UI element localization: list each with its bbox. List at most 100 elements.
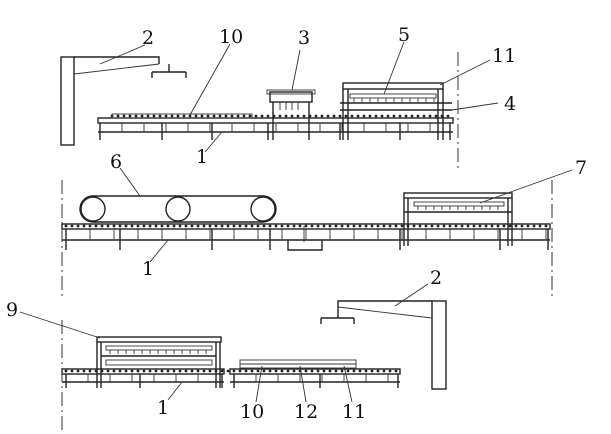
- label-7: 7: [575, 157, 587, 179]
- roller: [388, 224, 392, 228]
- roller: [190, 369, 194, 373]
- roller: [382, 369, 386, 373]
- roller: [178, 369, 182, 373]
- roller: [200, 114, 204, 118]
- roller: [208, 224, 212, 228]
- roller: [278, 114, 282, 118]
- roller: [502, 224, 506, 228]
- roller: [268, 369, 272, 373]
- roller: [526, 224, 530, 228]
- roller: [250, 224, 254, 228]
- roller: [338, 114, 342, 118]
- roller: [118, 224, 122, 228]
- roller: [332, 114, 336, 118]
- roller: [158, 114, 162, 118]
- roller: [392, 114, 396, 118]
- roller: [236, 114, 240, 118]
- roller: [190, 224, 194, 228]
- roller: [206, 114, 210, 118]
- roller: [152, 114, 156, 118]
- roller: [418, 224, 422, 228]
- roller: [544, 224, 548, 228]
- roller: [254, 114, 258, 118]
- machine-7: [403, 192, 513, 246]
- bottom-section: 9 2 1 10 12 11: [6, 267, 447, 432]
- label-1-bottom: 1: [157, 397, 169, 419]
- roller: [334, 224, 338, 228]
- roller: [376, 369, 380, 373]
- roller: [430, 224, 434, 228]
- label-6: 6: [110, 151, 122, 173]
- roller: [220, 224, 224, 228]
- roller: [514, 224, 518, 228]
- roller: [76, 369, 80, 373]
- roller: [76, 224, 80, 228]
- roller: [508, 224, 512, 228]
- roller: [154, 224, 158, 228]
- roller: [460, 224, 464, 228]
- roller: [122, 114, 126, 118]
- roller: [434, 114, 438, 118]
- roller: [146, 114, 150, 118]
- roller: [358, 224, 362, 228]
- roller: [490, 224, 494, 228]
- roller: [202, 224, 206, 228]
- label-11-bottom: 11: [342, 401, 366, 423]
- roller: [352, 224, 356, 228]
- roller: [194, 114, 198, 118]
- roller: [484, 224, 488, 228]
- roller: [310, 224, 314, 228]
- roller: [368, 114, 372, 118]
- roller: [374, 114, 378, 118]
- roller: [314, 114, 318, 118]
- roller: [88, 224, 92, 228]
- roller: [262, 369, 266, 373]
- roller: [218, 114, 222, 118]
- roller: [274, 224, 278, 228]
- roller: [290, 114, 294, 118]
- conveyor-1-middle: [61, 223, 551, 251]
- roller: [124, 369, 128, 373]
- roller: [538, 224, 542, 228]
- roller: [244, 369, 248, 373]
- label-9: 9: [6, 299, 18, 321]
- roller: [220, 369, 224, 373]
- roller: [416, 114, 420, 118]
- conveyor-1-bottom: [61, 359, 401, 388]
- roller: [388, 369, 392, 373]
- roller: [286, 369, 290, 373]
- roller: [82, 224, 86, 228]
- roller: [116, 114, 120, 118]
- roller: [346, 369, 350, 373]
- roller: [316, 224, 320, 228]
- roller: [340, 369, 344, 373]
- roller: [428, 114, 432, 118]
- roller: [304, 224, 308, 228]
- roller: [266, 114, 270, 118]
- roller: [352, 369, 356, 373]
- roller: [130, 369, 134, 373]
- roller: [242, 114, 246, 118]
- roller: [284, 114, 288, 118]
- roller: [182, 114, 186, 118]
- label-3: 3: [298, 27, 310, 49]
- roller: [370, 224, 374, 228]
- roller: [298, 224, 302, 228]
- belt-conveyor-6: [79, 195, 277, 223]
- roller: [172, 224, 176, 228]
- roller: [280, 369, 284, 373]
- label-2: 2: [142, 27, 154, 49]
- label-10: 10: [219, 26, 243, 48]
- roller: [130, 224, 134, 228]
- label-11: 11: [492, 45, 516, 67]
- label-12: 12: [294, 401, 318, 423]
- roller: [296, 114, 300, 118]
- roller: [166, 369, 170, 373]
- roller: [442, 224, 446, 228]
- roller: [446, 114, 450, 118]
- roller: [304, 369, 308, 373]
- roller: [356, 114, 360, 118]
- conveyor-1-top: [97, 113, 454, 140]
- conveyor-rollers: [110, 114, 450, 118]
- roller: [118, 369, 122, 373]
